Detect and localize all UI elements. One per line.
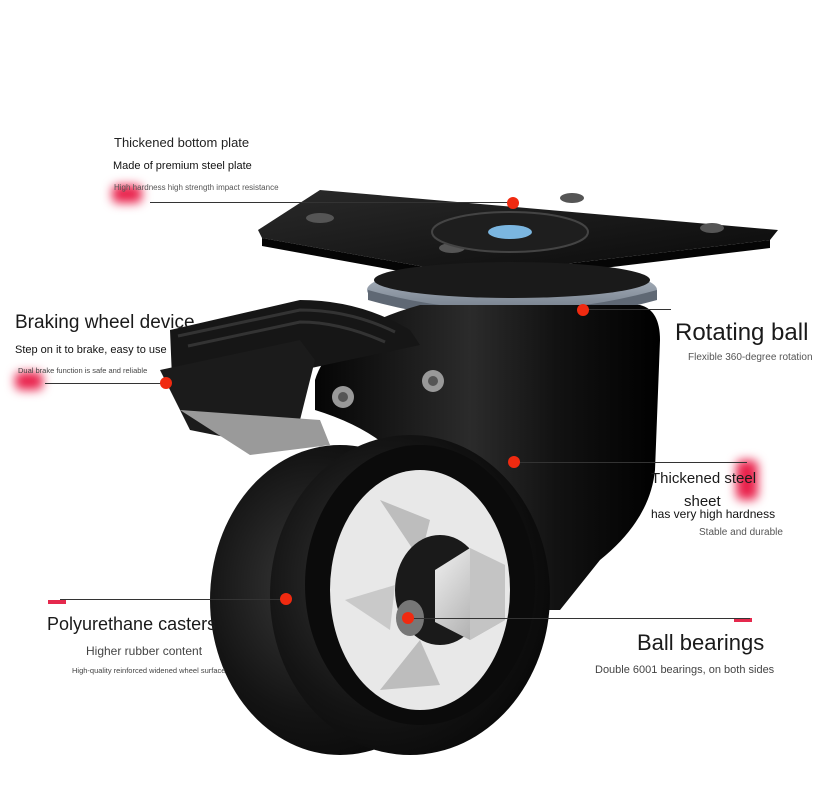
steel-sheet-sub2: Stable and durable: [699, 527, 783, 538]
bottom-plate-title: Thickened bottom plate: [114, 135, 250, 150]
rotating-title: Rotating ball: [675, 319, 809, 346]
brake-pedal: [160, 300, 420, 455]
callout-dot-wheel: [280, 593, 292, 605]
bearings-title: Ball bearings: [637, 630, 765, 655]
steel-sheet-sub1: has very high hardness: [651, 507, 776, 521]
callout-dot-bearing: [402, 612, 414, 624]
polyurethane-title: Polyurethane casters: [47, 614, 217, 634]
braking-sub1: Step on it to brake, easy to use: [15, 344, 167, 356]
axle-bolt: [396, 548, 505, 640]
callout-dot-brake: [160, 377, 172, 389]
callout-dot-sheet: [508, 456, 520, 468]
polyurethane-sub1: Higher rubber content: [86, 644, 203, 658]
bottom-plate-sub1: Made of premium steel plate: [113, 160, 252, 172]
polyurethane-sub2: High-quality reinforced widened wheel su…: [72, 666, 226, 675]
polyurethane-wheel: [210, 435, 550, 755]
bearings-sub1: Double 6001 bearings, on both sides: [595, 664, 775, 676]
mounting-plate: [258, 190, 778, 284]
rotating-sub1: Flexible 360-degree rotation: [688, 352, 813, 363]
steel-sheet-title-2: sheet: [684, 493, 721, 510]
callout-dot-plate: [507, 197, 519, 209]
braking-sub2: Dual brake function is safe and reliable: [18, 366, 148, 375]
braking-title: Braking wheel device: [15, 312, 195, 333]
bottom-plate-sub2: High hardness high strength impact resis…: [114, 183, 279, 192]
steel-sheet-title-1: Thickened steel: [651, 470, 757, 487]
callout-dot-ring: [577, 304, 589, 316]
